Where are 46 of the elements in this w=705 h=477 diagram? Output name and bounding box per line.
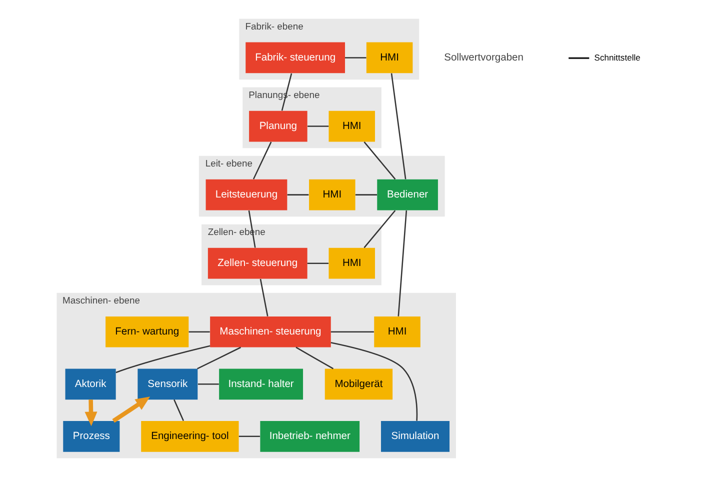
node-box: Leitsteuerung [206, 179, 288, 210]
connector [308, 126, 329, 127]
arrow [84, 400, 98, 426]
connector [330, 331, 374, 333]
connector [238, 436, 260, 438]
node-box: Engineering- tool [141, 420, 239, 452]
node-box: Sensorik [138, 368, 198, 400]
connector [174, 399, 184, 422]
node-box: Fabrik- steuerung [246, 42, 345, 74]
connector [116, 345, 210, 374]
node-box: Maschinen- steuerung [210, 316, 331, 348]
node-box: Prozess [63, 420, 120, 452]
node-box: HMI [309, 179, 356, 210]
node-box: Bediener [377, 179, 438, 210]
node-box: Simulation [380, 420, 450, 452]
node-box: Fern- wartung [106, 316, 189, 348]
connector [198, 384, 219, 385]
node-box: HMI [328, 110, 375, 142]
connector [307, 262, 329, 264]
arrow [112, 396, 150, 423]
node-box: Zellen- steuerung [208, 248, 308, 279]
connector [248, 210, 256, 248]
connector [390, 73, 406, 180]
legend-label: Schnittstelle [594, 52, 640, 62]
connector [330, 342, 418, 421]
connector [345, 57, 366, 58]
node-box: Aktorik [65, 368, 116, 400]
connector [296, 346, 334, 370]
connector [355, 194, 377, 196]
node-box: Inbetrieb- nehmer [260, 420, 360, 452]
node-box: Instand- halter [219, 368, 304, 400]
connector [398, 210, 408, 316]
connector [364, 210, 396, 248]
node-box: HMI [366, 42, 413, 74]
connector [260, 278, 268, 316]
node-box: HMI [328, 248, 375, 279]
connector [281, 73, 292, 111]
node-box: Mobilgerät [324, 368, 393, 400]
connector [252, 142, 272, 180]
connector [197, 346, 242, 370]
label: Sollwertvorgaben [444, 52, 524, 64]
node-box: Planung [249, 110, 308, 142]
connector [287, 194, 309, 196]
connector [188, 331, 210, 333]
connector [364, 142, 396, 180]
node-box: HMI [374, 316, 420, 348]
